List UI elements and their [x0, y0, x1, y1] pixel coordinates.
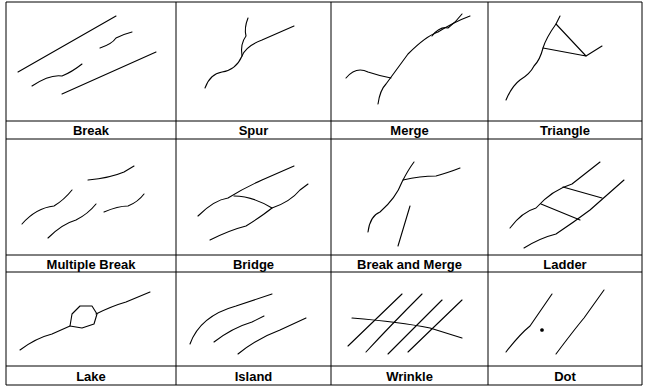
merge-sketch: [346, 14, 470, 104]
cell-label-band: Dot: [489, 367, 641, 385]
cell-label-band: Merge: [332, 122, 487, 139]
cell-label-band: Island: [177, 367, 330, 385]
table-cell-label: Break: [73, 124, 109, 137]
cell-label-band: Break: [7, 122, 175, 139]
break-sketch: [18, 16, 156, 94]
bridge-sketch: [198, 166, 308, 240]
table-cell-label: Spur: [239, 124, 269, 137]
cell-label-band: Wrinkle: [332, 367, 487, 385]
cell-label-band: Multiple Break: [7, 256, 175, 272]
table-cell-label: Dot: [554, 370, 576, 383]
lake-sketch: [20, 292, 150, 350]
ladder-sketch: [510, 162, 624, 248]
table-cell-label: Wrinkle: [386, 370, 433, 383]
spur-sketch: [205, 18, 294, 88]
table-cell-label: Bridge: [233, 258, 274, 271]
cell-label-band: Ladder: [489, 256, 641, 272]
table-cell-label: Island: [235, 370, 273, 383]
wrinkle-sketch: [348, 294, 462, 354]
table-grid: [6, 2, 642, 385]
cell-label-band: Spur: [177, 122, 330, 139]
dot-sketch: [506, 290, 604, 354]
multiple-break-sketch: [22, 166, 144, 238]
table-cell-label: Lake: [76, 370, 106, 383]
table-cell-label: Multiple Break: [47, 258, 136, 271]
table-cell-label: Ladder: [543, 258, 586, 271]
cell-label-band: Bridge: [177, 256, 330, 272]
cell-label-band: Triangle: [489, 122, 641, 139]
line-sketches: [18, 14, 624, 354]
island-sketch: [190, 294, 306, 354]
triangle-sketch: [506, 16, 602, 100]
table-cell-label: Triangle: [540, 124, 590, 137]
cell-label-band: Lake: [7, 367, 175, 385]
cell-label-band: Break and Merge: [332, 256, 487, 272]
table-cell-label: Break and Merge: [357, 258, 462, 271]
break-and-merge-sketch: [368, 162, 460, 246]
table-cell-label: Merge: [390, 124, 428, 137]
